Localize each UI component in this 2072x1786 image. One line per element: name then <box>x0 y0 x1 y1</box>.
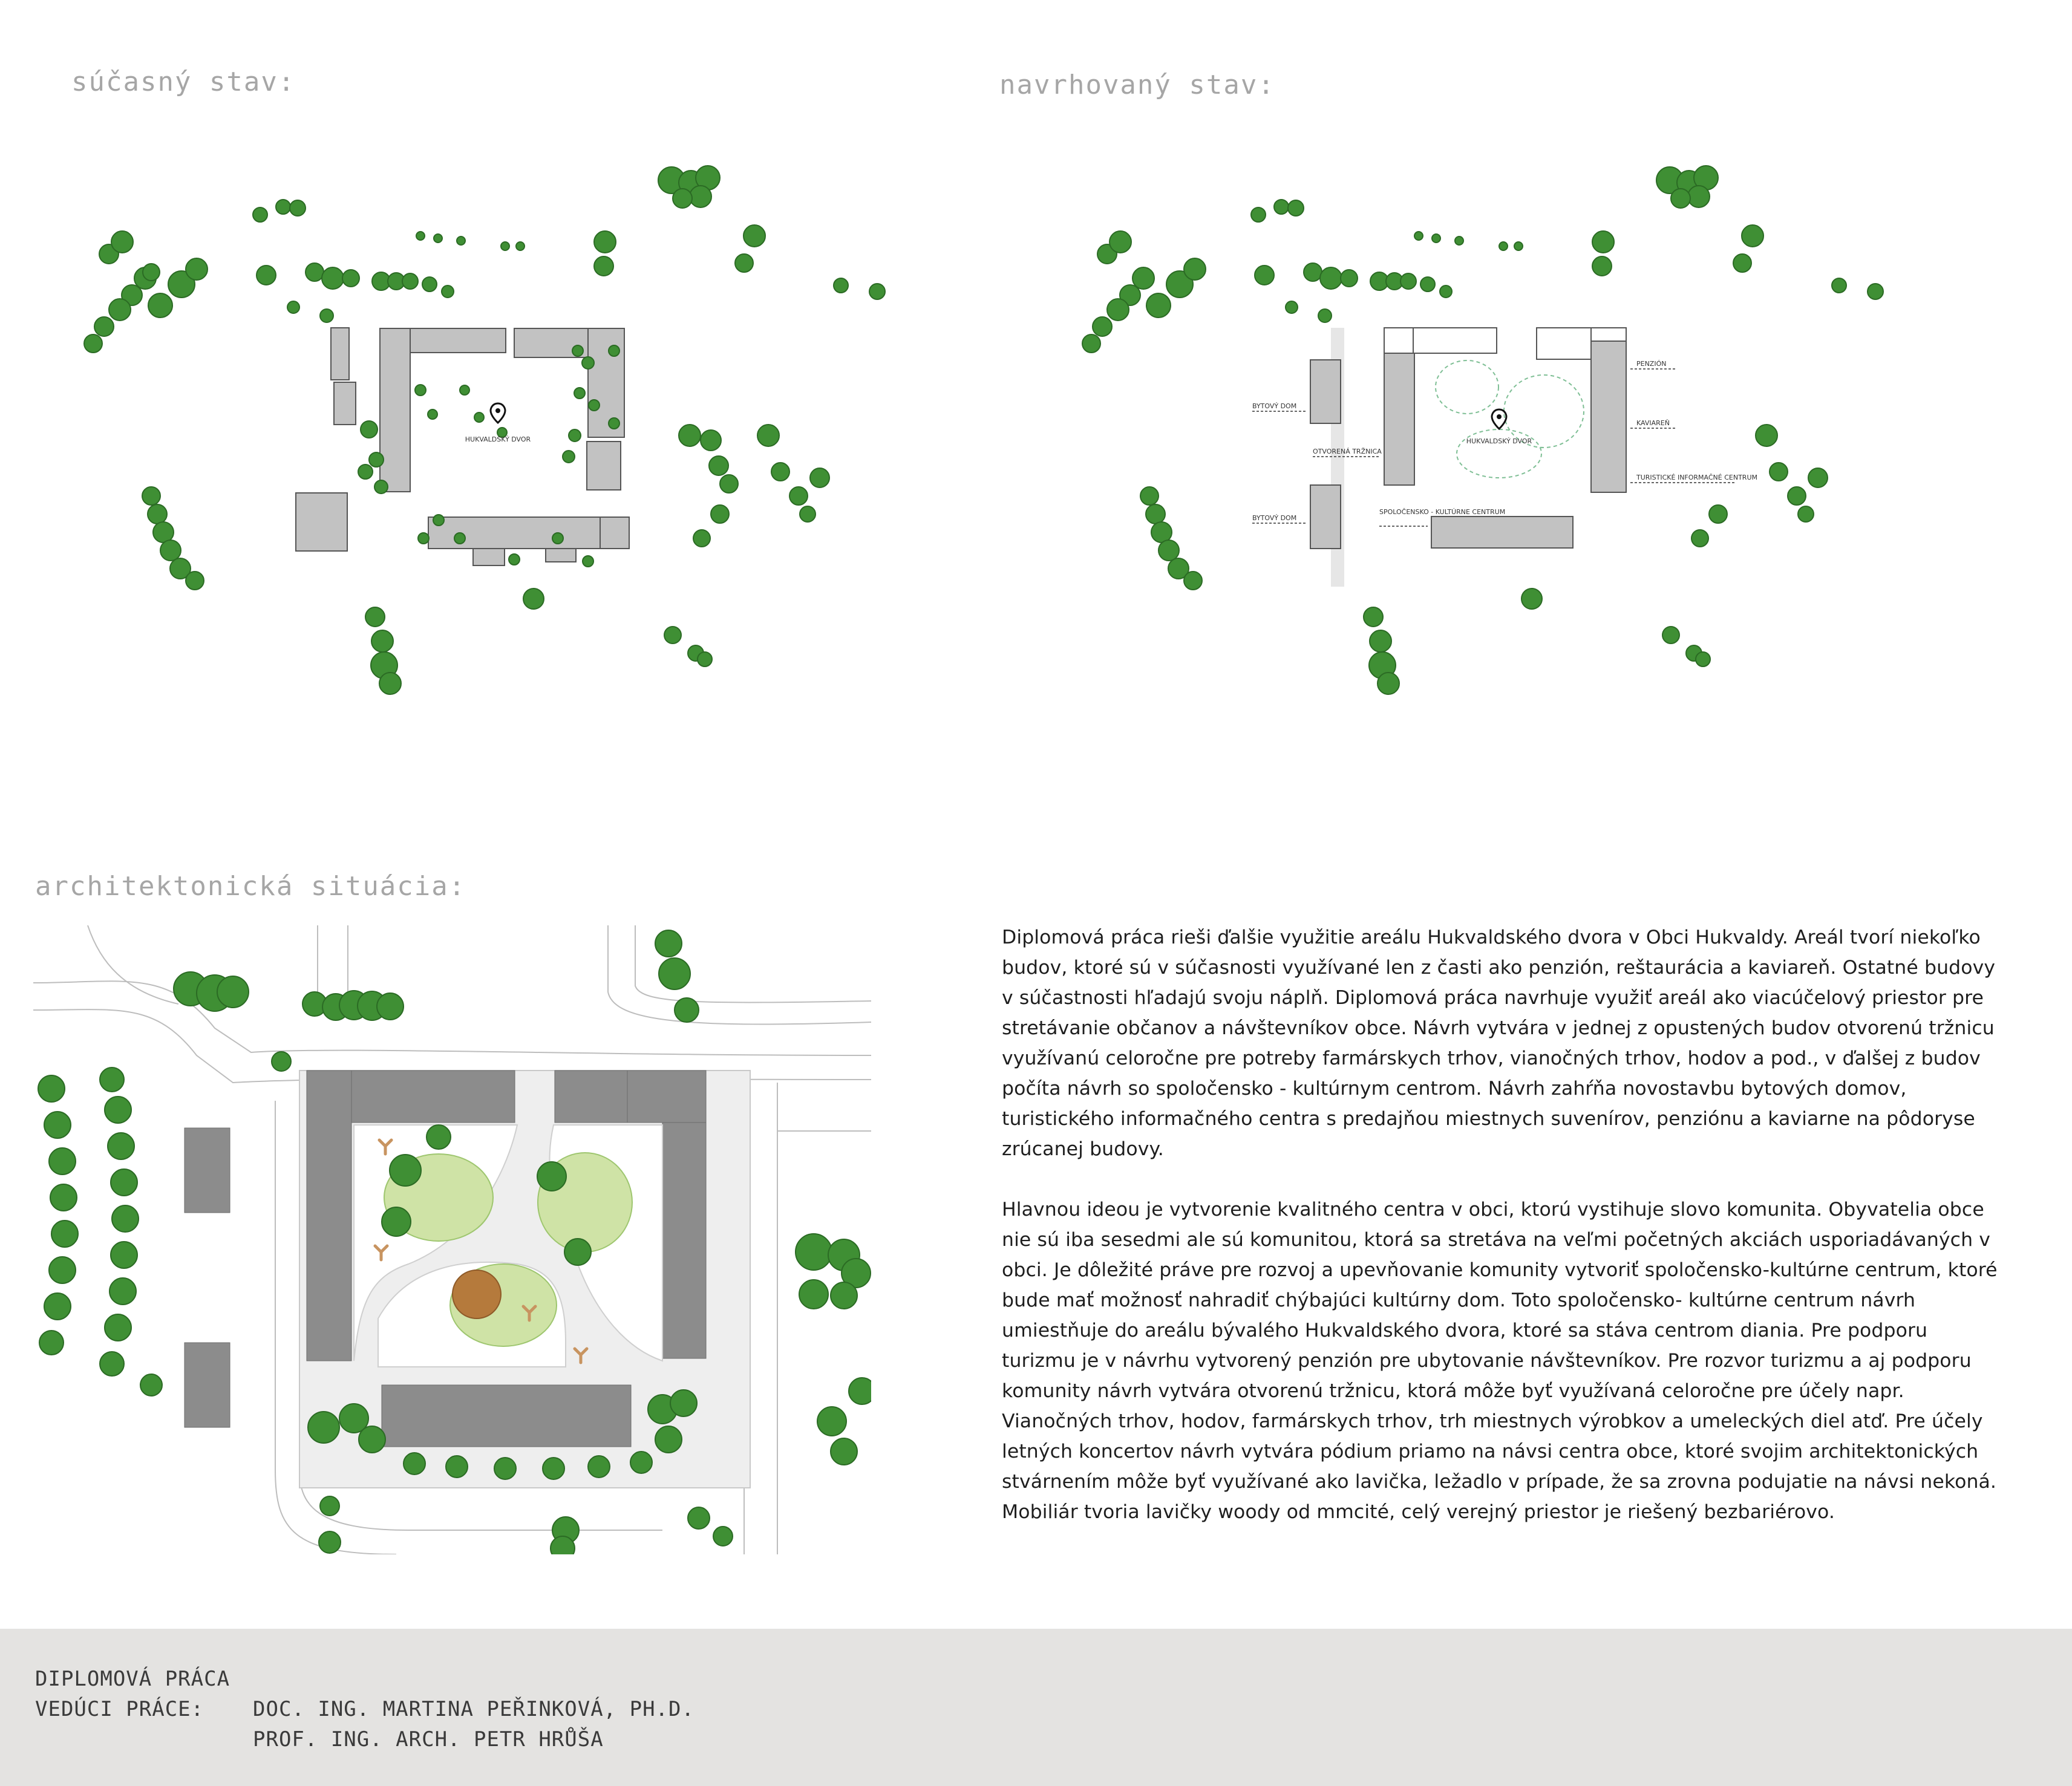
pension-roof <box>662 1122 707 1359</box>
building <box>428 517 601 549</box>
project-description: Diplomová práca rieši ďalšie využitie ar… <box>1002 922 2006 1527</box>
footer-supervisor-label: VEDÚCI PRÁCE: <box>35 1697 204 1721</box>
building <box>379 328 411 492</box>
building <box>472 548 505 566</box>
label-apartment-top: BYTOVÝ DOM <box>1252 402 1296 410</box>
market-hall <box>1384 353 1415 486</box>
building-new <box>1413 327 1497 354</box>
label-tourist: TURISTICKÉ INFORMAČNÉ CENTRUM <box>1636 474 1757 481</box>
heading-proposed-state: navrhovaný stav: <box>999 70 1275 100</box>
footer-title: DIPLOMOVÁ PRÁCA <box>35 1667 230 1691</box>
building <box>586 441 621 490</box>
building <box>295 492 348 552</box>
proposed-buildings <box>1310 327 1627 549</box>
footer-supervisor-1: DOC. ING. MARTINA PEŘINKOVÁ, PH.D. <box>253 1697 694 1721</box>
lawn-hatched <box>1456 429 1542 478</box>
building-new <box>1384 327 1414 354</box>
site-buildings <box>184 1070 707 1447</box>
lawn-hatched <box>1503 374 1584 448</box>
proposed-labels <box>1252 368 1736 527</box>
building <box>600 517 630 549</box>
building-roof <box>351 1070 515 1123</box>
situation-drawing <box>33 925 871 1554</box>
market-hall-roof <box>306 1070 352 1361</box>
community-centre <box>1431 516 1574 549</box>
proposed-trees <box>1082 165 1884 695</box>
current-state-drawing: HUKVALDSKÝ DVOR <box>83 165 886 695</box>
label-pension: PENZIÓN <box>1636 360 1666 368</box>
description-paragraph-2: Hlavnou ideou je vytvorenie kvalitného c… <box>1002 1199 1998 1523</box>
apartment-building-top <box>1310 359 1341 424</box>
proposed-lawns <box>1435 360 1584 478</box>
label-cafe: KAVIAREŇ <box>1636 419 1670 427</box>
apartment-roof <box>184 1342 230 1428</box>
heading-current-state: súčasný stav: <box>71 67 296 97</box>
current-trees <box>83 165 886 695</box>
building-roof <box>627 1070 707 1123</box>
description-paragraph-1: Diplomová práca rieši ďalšie využitie ar… <box>1002 927 1996 1160</box>
architectural-situation-plan <box>33 925 871 1554</box>
courtyard-shapes <box>353 1124 663 1367</box>
heading-architectural-situation: architektonická situácia: <box>35 871 466 902</box>
building <box>410 328 506 353</box>
location-pin-icon <box>489 402 506 425</box>
building-new <box>1590 327 1627 342</box>
proposed-state-plan: HUKVALDSKÝ DVOR BYTOVÝ DOM OTVORENÁ TRŽN… <box>1065 151 1900 714</box>
location-pin-icon <box>1491 408 1508 431</box>
apartment-building-bottom <box>1310 484 1341 549</box>
building-new <box>1536 327 1592 360</box>
current-buildings <box>295 327 630 566</box>
building <box>333 382 356 425</box>
building-roof <box>554 1070 628 1123</box>
building <box>330 327 350 380</box>
pension-building <box>1590 341 1627 493</box>
current-state-plan: HUKVALDSKÝ DVOR <box>67 151 895 714</box>
lawn-hatched <box>1435 360 1499 414</box>
footer-supervisor-2: PROF. ING. ARCH. PETR HRŮŠA <box>253 1727 604 1752</box>
stage <box>452 1269 502 1319</box>
courtyard-label: HUKVALDSKÝ DVOR <box>465 435 531 443</box>
label-community: SPOLOČENSKO - KULTÚRNE CENTRUM <box>1379 508 1505 516</box>
community-centre-roof <box>381 1384 632 1447</box>
proposed-state-drawing: HUKVALDSKÝ DVOR BYTOVÝ DOM OTVORENÁ TRŽN… <box>1082 165 1884 695</box>
courtyard-label: HUKVALDSKÝ DVOR <box>1466 437 1532 445</box>
apartment-roof <box>184 1127 230 1213</box>
label-market: OTVORENÁ TRŽNICA <box>1313 448 1382 455</box>
label-apartment-bottom: BYTOVÝ DOM <box>1252 514 1296 522</box>
building <box>545 548 577 562</box>
situation-trees <box>38 930 871 1554</box>
footer: DIPLOMOVÁ PRÁCA VEDÚCI PRÁCE: DOC. ING. … <box>0 1629 2072 1786</box>
bench-icons <box>373 1138 589 1364</box>
